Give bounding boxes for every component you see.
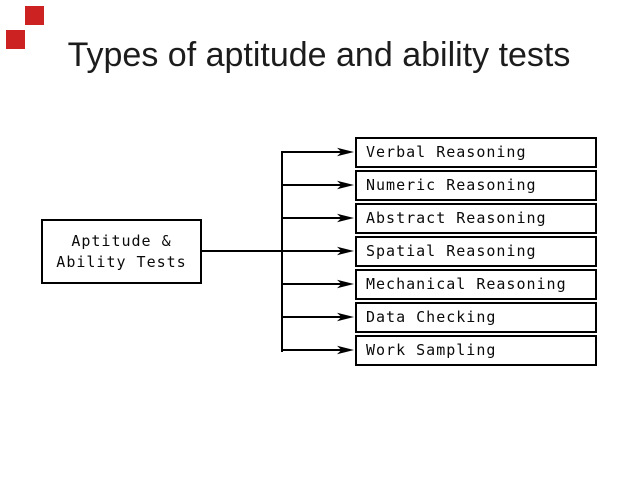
leaf-box-label: Spatial Reasoning [366,242,537,260]
branch-arrow-work-sampling [282,344,354,356]
branch-line [282,217,342,219]
branch-arrow-data-checking [282,311,354,323]
leaf-box-label: Work Sampling [366,341,497,359]
branch-line [282,283,342,285]
root-box-label-line1: Aptitude & [71,231,172,250]
branch-arrow-verbal [282,146,354,158]
branch-arrow-numeric [282,179,354,191]
slide-title: Types of aptitude and ability tests [67,36,571,74]
leaf-box-verbal-reasoning: Verbal Reasoning [355,137,597,168]
leaf-box-label: Abstract Reasoning [366,209,547,227]
branch-line [282,151,342,153]
arrowhead-icon [337,147,354,157]
arrowhead-icon [337,279,354,289]
branch-arrow-abstract [282,212,354,224]
leaf-box-spatial-reasoning: Spatial Reasoning [355,236,597,267]
branch-arrow-spatial [282,245,354,257]
leaf-box-work-sampling: Work Sampling [355,335,597,366]
branch-arrow-mechanical [282,278,354,290]
arrowhead-icon [337,213,354,223]
leaf-box-label: Mechanical Reasoning [366,275,567,293]
leaf-box-data-checking: Data Checking [355,302,597,333]
branch-line [282,316,342,318]
root-box-aptitude-ability-tests: Aptitude & Ability Tests [41,219,202,284]
branch-line [282,349,342,351]
branch-line [282,250,342,252]
arrowhead-icon [337,246,354,256]
leaf-box-label: Numeric Reasoning [366,176,537,194]
root-connector-line [202,250,282,252]
red-square-decoration-upper [25,6,44,25]
branch-line [282,184,342,186]
arrowhead-icon [337,312,354,322]
leaf-box-abstract-reasoning: Abstract Reasoning [355,203,597,234]
leaf-box-label: Verbal Reasoning [366,143,527,161]
arrowhead-icon [337,345,354,355]
root-box-label-line2: Ability Tests [56,252,187,271]
leaf-box-mechanical-reasoning: Mechanical Reasoning [355,269,597,300]
arrowhead-icon [337,180,354,190]
leaf-box-numeric-reasoning: Numeric Reasoning [355,170,597,201]
leaf-box-label: Data Checking [366,308,497,326]
red-square-decoration-lower [6,30,25,49]
